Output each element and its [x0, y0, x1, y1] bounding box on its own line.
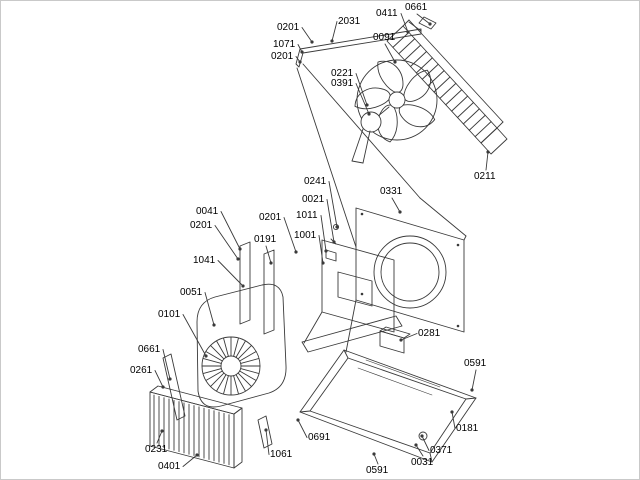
base-pan: [299, 349, 477, 463]
support-rail: [301, 315, 403, 353]
fan-shroud-panel: [355, 207, 465, 333]
drain-channel: [257, 415, 273, 449]
condenser-coil: [386, 19, 508, 155]
divider-strips: [239, 241, 275, 335]
blower-wheel-fins: [201, 336, 261, 396]
evaporator-fins: [153, 394, 230, 466]
condenser-fins: [392, 31, 492, 138]
front-panel: [321, 239, 395, 333]
evaporator-coil: [149, 385, 243, 469]
blower-wheel: [201, 336, 261, 396]
top-seal-bracket: [418, 16, 437, 30]
blower-housing: [196, 283, 287, 408]
leader-lines: [154, 13, 490, 467]
cabinet-panel-lines: [296, 63, 467, 353]
control-box: [379, 326, 411, 354]
fan-motor: [351, 106, 390, 164]
side-seal-strip: [162, 353, 186, 421]
